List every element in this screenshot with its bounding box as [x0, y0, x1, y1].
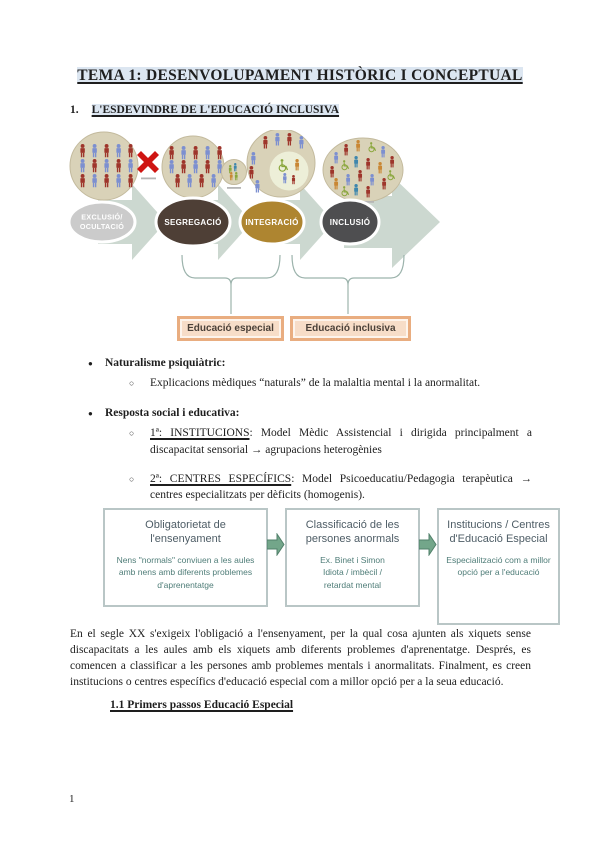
bullet-title: Resposta social i educativa:: [105, 407, 240, 420]
bullet-item: ● Resposta social i educativa:: [70, 406, 533, 422]
bullet-title: Naturalisme psiquiàtric:: [105, 357, 226, 369]
stage-label: EXCLUSIÓ/: [81, 213, 122, 222]
sub-bullet-rest: : Model Psicoeducatiu/Pedagogia terapèut…: [150, 472, 532, 502]
page-title: TEMA 1: DESENVOLUPAMENT HISTÒRIC I CONCE…: [0, 67, 600, 85]
stage-ellipse: [238, 198, 306, 246]
bullet-marker-icon: ●: [88, 409, 93, 419]
flow-arrow-icon: [419, 533, 437, 556]
stage-label: INCLUSIÓ: [330, 218, 371, 227]
section-number: 1.: [70, 104, 79, 116]
educacio-inclusiva-text: Educació inclusiva: [305, 323, 396, 334]
subsection-heading: 1.1 Primers passos Educació Especial: [110, 699, 293, 711]
bullet-marker-icon: ●: [88, 359, 93, 368]
sub-bullet-text: 2ª: CENTRES ESPECÍFICS: Model Psicoeduca…: [150, 471, 533, 504]
flow-box-title: Classificació de les persones anormals: [305, 519, 400, 546]
flow-box-body: Nens "normals" conviuen a les aules amb …: [116, 554, 255, 591]
stage-ellipse: [319, 198, 381, 246]
educacio-inclusiva-label: Educació inclusiva: [290, 316, 411, 341]
stage-ellipse: [154, 196, 232, 248]
section-heading-text: L'ESDEVINDRE DE L'EDUCACIÓ INCLUSIVA: [91, 104, 340, 116]
integration-people-icon: [246, 130, 316, 198]
brace-icon: [291, 254, 405, 314]
tiny-caption: [141, 177, 156, 180]
flow-arrow-icon: [267, 533, 285, 556]
brace-icons: [181, 254, 405, 314]
stage-label: SEGREGACIÓ: [164, 218, 221, 227]
sub-bullet-item: ○ 2ª: CENTRES ESPECÍFICS: Model Psicoedu…: [70, 471, 533, 504]
sub-bullet-marker-icon: ○: [129, 473, 135, 484]
sub-bullet-item: ○ Explicacions mèdiques “naturals” de la…: [70, 375, 533, 391]
excluded-people-icon: [69, 131, 139, 201]
section-heading: 1. L'ESDEVINDRE DE L'EDUCACIÓ INCLUSIVA: [70, 104, 340, 116]
stage-ellipses: EXCLUSIÓ/ OCULTACIÓ SEGREGACIÓ INTEGRACI…: [67, 196, 381, 248]
sub-bullet-underlined: 1ª: INSTITUCIONS: [150, 427, 250, 440]
subsection-heading-text: 1.1 Primers passos Educació Especial: [110, 699, 294, 711]
bullet-list: ● Naturalisme psiquiàtric: ○ Explicacion…: [70, 356, 533, 504]
page-title-text: TEMA 1: DESENVOLUPAMENT HISTÒRIC I CONCE…: [77, 67, 523, 84]
flow-box-body: Ex. Binet i Simon Idiota / imbècil / ret…: [320, 554, 385, 591]
sub-bullet-rest: : Model Mèdic Assistencial i dirigida pr…: [150, 427, 532, 456]
sub-bullet-underlined: 2ª: CENTRES ESPECÍFICS: [150, 472, 292, 485]
flow-box-obligatorietat: Obligatorietat de l'ensenyament Nens "no…: [103, 508, 268, 607]
stage-label: INTEGRACIÓ: [245, 218, 298, 227]
page-number: 1: [69, 793, 75, 805]
sub-bullet-item: ○ 1ª: INSTITUCIONS: Model Mèdic Assisten…: [70, 425, 533, 458]
flow-box-institucions: Institucions / Centres d'Educació Especi…: [437, 508, 560, 625]
inclusion-stages-diagram: EXCLUSIÓ/ OCULTACIÓ SEGREGACIÓ INTEGRACI…: [67, 130, 440, 314]
body-paragraph: En el segle XX s'exigeix l'obligació a l…: [70, 628, 531, 688]
sub-bullet-text: Explicacions mèdiques “naturals” de la m…: [150, 377, 481, 389]
flow-box-title: Institucions / Centres d'Educació Especi…: [447, 519, 550, 546]
segregated-small-group-icon: [221, 159, 247, 185]
red-cross-icon: [137, 151, 159, 173]
sub-bullet-marker-icon: ○: [129, 428, 135, 439]
inclusion-people-icon: [322, 137, 404, 203]
tiny-caption: [227, 187, 241, 189]
educacio-especial-text: Educació especial: [187, 323, 274, 334]
stage-label: OCULTACIÓ: [80, 222, 124, 231]
flow-box-title: Obligatorietat de l'ensenyament: [145, 519, 226, 546]
sub-bullet-marker-icon: ○: [129, 378, 135, 388]
educacio-especial-label: Educació especial: [177, 316, 284, 341]
flow-box-classificacio: Classificació de les persones anormals E…: [285, 508, 420, 607]
segregated-people-icon: [161, 135, 225, 199]
sub-bullet-text: 1ª: INSTITUCIONS: Model Mèdic Assistenci…: [150, 425, 533, 458]
brace-icon: [181, 254, 281, 314]
bullet-item: ● Naturalisme psiquiàtric:: [70, 356, 533, 372]
flow-box-body: Especialització com a millor opció per a…: [446, 554, 551, 578]
stage-ellipse: [67, 200, 137, 244]
